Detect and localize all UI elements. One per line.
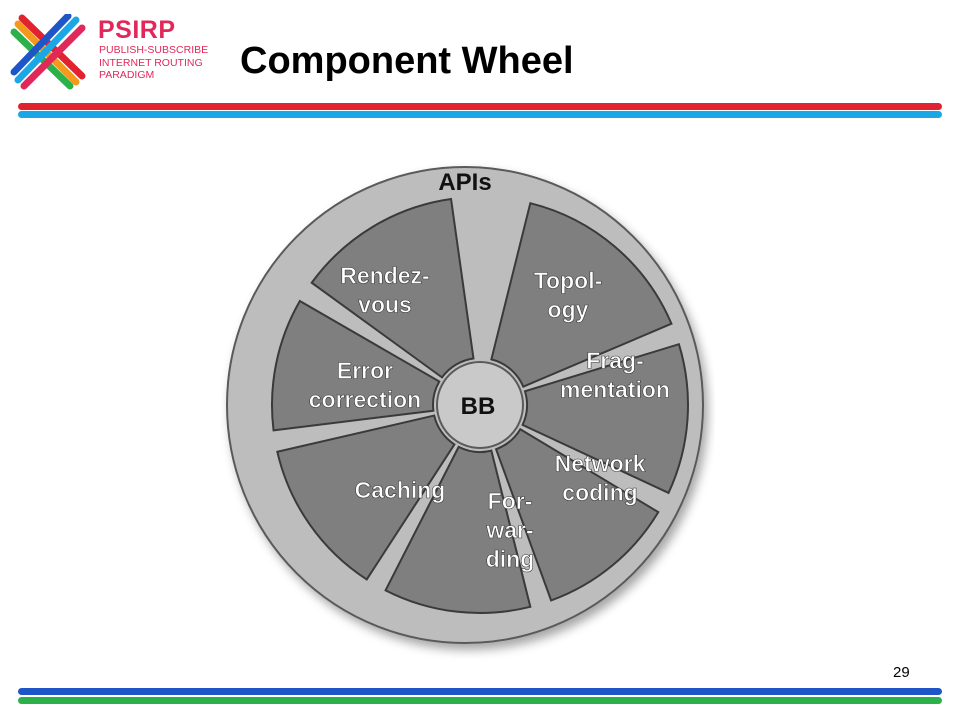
wheel-segments bbox=[271, 197, 689, 614]
logo-tagline-line: PUBLISH-SUBSCRIBE bbox=[99, 44, 209, 56]
wheel-segment-label-line: war- bbox=[485, 517, 533, 543]
wheel-segment bbox=[276, 414, 456, 581]
logo-tagline-line: PARADIGM bbox=[99, 69, 155, 81]
page-number: 29 bbox=[893, 664, 910, 681]
psirp-logo: PSIRP PUBLISH-SUBSCRIBE INTERNET ROUTING… bbox=[10, 14, 240, 90]
logo-tagline: PUBLISH-SUBSCRIBE INTERNET ROUTING PARAD… bbox=[99, 44, 208, 82]
wheel-outer-label: APIs bbox=[438, 169, 491, 196]
wheel-segment bbox=[494, 427, 660, 602]
wheel-segment bbox=[521, 342, 689, 495]
wheel-segment-label-line: ding bbox=[486, 546, 535, 572]
wheel-segment-label-line: vous bbox=[358, 292, 412, 318]
wheel-segment-label: Caching bbox=[355, 477, 446, 503]
wheel-segment-label-line: Caching bbox=[355, 477, 446, 503]
top-stripe-red bbox=[18, 103, 942, 110]
wheel-segment bbox=[271, 299, 441, 432]
wheel-segment-label: For-war-ding bbox=[485, 488, 534, 572]
slide-title: Component Wheel bbox=[240, 40, 574, 82]
wheel-segment bbox=[384, 445, 532, 614]
wheel-segment-label-line: Rendez- bbox=[340, 263, 429, 289]
wheel-segment-label-line: Network bbox=[555, 451, 646, 477]
bottom-stripe-blue bbox=[18, 688, 942, 695]
wheel-segment-label: Error correction bbox=[309, 358, 421, 413]
wheel-hub bbox=[436, 361, 524, 449]
wheel-hub-label: BB bbox=[461, 393, 496, 420]
wheel-segment-label: Network coding bbox=[555, 451, 646, 506]
top-stripe-blue bbox=[18, 111, 942, 118]
wheel-segment bbox=[310, 197, 475, 379]
wheel-segment bbox=[490, 201, 673, 388]
wheel-segment-label-line: Topol- bbox=[534, 268, 603, 294]
wheel-segment-label-line: coding bbox=[562, 480, 637, 506]
logo-name: PSIRP bbox=[98, 16, 176, 44]
wheel-segment-label: Topol-ogy bbox=[534, 268, 603, 323]
logo-tagline-line: INTERNET ROUTING bbox=[99, 56, 203, 69]
wheel-segment-label: Rendez-vous bbox=[340, 263, 429, 318]
wheel-segment-label-line: mentation bbox=[560, 377, 670, 403]
wheel-segment-label-line: ogy bbox=[548, 297, 589, 323]
wheel-segment-label-line: Error bbox=[337, 358, 393, 384]
wheel-segment-label-line: Frag- bbox=[586, 348, 644, 374]
bottom-stripe-green bbox=[18, 697, 942, 704]
wheel-segment-label-line: For- bbox=[488, 488, 533, 514]
psirp-logo-mark-icon bbox=[10, 14, 86, 90]
wheel-segment-label: Frag-mentation bbox=[560, 348, 670, 403]
wheel-segment-label-line: correction bbox=[309, 387, 421, 413]
